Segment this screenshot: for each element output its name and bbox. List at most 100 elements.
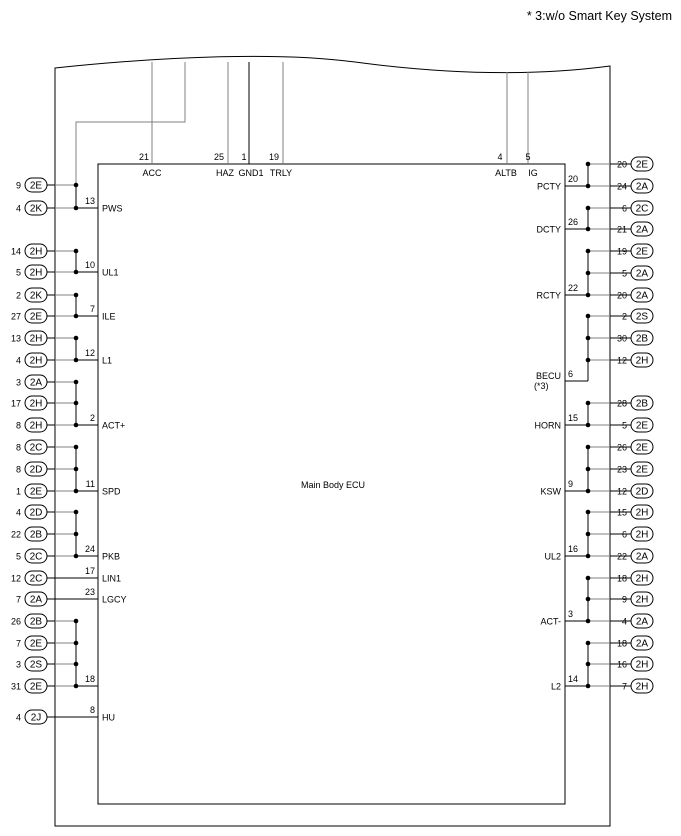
svg-text:2A: 2A — [636, 552, 649, 563]
svg-text:2A: 2A — [636, 617, 649, 628]
right-pin-number: 3 — [568, 609, 573, 619]
left-terminal-number: 1 — [16, 487, 21, 497]
right-terminal-number: 22 — [617, 552, 627, 562]
right-connector-2H: 2H — [630, 591, 654, 607]
right-connector-2H: 2H — [630, 352, 654, 368]
splice-dot — [585, 161, 591, 167]
svg-text:2H: 2H — [636, 660, 649, 671]
right-connector-2E: 2E — [630, 439, 654, 455]
splice-dot — [73, 640, 79, 646]
svg-text:2B: 2B — [30, 617, 43, 628]
left-pin-name: PWS — [102, 204, 123, 214]
svg-text:2D: 2D — [636, 487, 649, 498]
right-terminal-number: 15 — [617, 508, 627, 518]
left-pin-name: ILE — [102, 312, 116, 322]
right-terminal-number: 20 — [617, 291, 627, 301]
left-pin-name: LGCY — [102, 595, 127, 605]
right-connector-2D: 2D — [630, 483, 654, 499]
svg-text:2S: 2S — [636, 312, 649, 323]
top-pin-num-haz: 25 — [214, 152, 224, 162]
splice-dot — [585, 205, 591, 211]
left-connector-2A: 2A — [24, 374, 48, 390]
left-pin-name: HU — [102, 713, 115, 723]
right-terminal-number: 12 — [617, 356, 627, 366]
left-terminal-number: 13 — [11, 334, 21, 344]
right-terminal-number: 30 — [617, 334, 627, 344]
svg-text:2A: 2A — [636, 291, 649, 302]
splice-dot — [585, 270, 591, 276]
svg-text:2D: 2D — [30, 508, 43, 519]
top-pin-name-acc: ACC — [142, 168, 162, 178]
right-connector-2A: 2A — [630, 548, 654, 564]
top-pin-name-altb: ALTB — [495, 168, 517, 178]
right-connector-2A: 2A — [630, 265, 654, 281]
right-pin-name: DCTY — [537, 225, 562, 235]
right-terminal-number: 24 — [617, 182, 627, 192]
right-pin-number: 14 — [568, 674, 578, 684]
right-terminal-number: 7 — [622, 682, 627, 692]
splice-dot — [73, 400, 79, 406]
splice-dot — [73, 618, 79, 624]
splice-dot — [585, 357, 591, 363]
right-terminal-number: 28 — [617, 399, 627, 409]
left-connector-2E: 2E — [24, 635, 48, 651]
left-terminal-number: 7 — [16, 595, 21, 605]
top-wires — [75, 62, 529, 184]
right-terminal-number: 4 — [622, 617, 627, 627]
splice-dot — [73, 444, 79, 450]
svg-text:TRLY: TRLY — [270, 168, 292, 178]
svg-text:2H: 2H — [636, 356, 649, 367]
top-pin-name-ig: IG — [528, 168, 538, 178]
left-terminal-number: 17 — [11, 399, 21, 409]
svg-text:2H: 2H — [636, 574, 649, 585]
top-pin-name-gnd1: GND1 — [238, 168, 263, 178]
svg-text:2E: 2E — [30, 312, 43, 323]
svg-text:2H: 2H — [30, 334, 43, 345]
svg-text:2C: 2C — [30, 552, 43, 563]
left-pin-name: UL1 — [102, 268, 119, 278]
svg-text:4: 4 — [497, 152, 502, 162]
splice-dot — [585, 575, 591, 581]
svg-text:2K: 2K — [30, 291, 43, 302]
left-terminal-number: 8 — [16, 443, 21, 453]
right-connector-2A: 2A — [630, 613, 654, 629]
left-terminal-number: 4 — [16, 356, 21, 366]
left-pin-name: SPD — [102, 487, 121, 497]
right-connector-2E: 2E — [630, 243, 654, 259]
right-connector-2B: 2B — [630, 330, 654, 346]
outer-harness-frame — [54, 55, 611, 827]
splice-dot — [585, 531, 591, 537]
svg-text:2E: 2E — [30, 181, 43, 192]
left-pin-number: 2 — [90, 413, 95, 423]
splice-dot — [73, 466, 79, 472]
right-terminal-number: 16 — [617, 660, 627, 670]
left-terminal-number: 2 — [16, 291, 21, 301]
left-connector-2B: 2B — [24, 613, 48, 629]
svg-text:2A: 2A — [30, 378, 43, 389]
left-connector-2E: 2E — [24, 308, 48, 324]
right-terminal-number: 26 — [617, 443, 627, 453]
left-connector-2H: 2H — [24, 330, 48, 346]
right-connector-2A: 2A — [630, 178, 654, 194]
svg-text:2A: 2A — [636, 269, 649, 280]
left-connector-2H: 2H — [24, 417, 48, 433]
svg-text:2A: 2A — [636, 182, 649, 193]
left-terminal-number: 4 — [16, 508, 21, 518]
svg-text:2E: 2E — [636, 160, 649, 171]
right-terminal-number: 18 — [617, 639, 627, 649]
left-terminal-number: 5 — [16, 268, 21, 278]
svg-text:25: 25 — [214, 152, 224, 162]
splice-dot — [73, 661, 79, 667]
svg-text:2J: 2J — [31, 713, 42, 724]
svg-text:2D: 2D — [30, 465, 43, 476]
top-pin-name-trly: TRLY — [270, 168, 292, 178]
left-terminal-number: 14 — [11, 247, 21, 257]
